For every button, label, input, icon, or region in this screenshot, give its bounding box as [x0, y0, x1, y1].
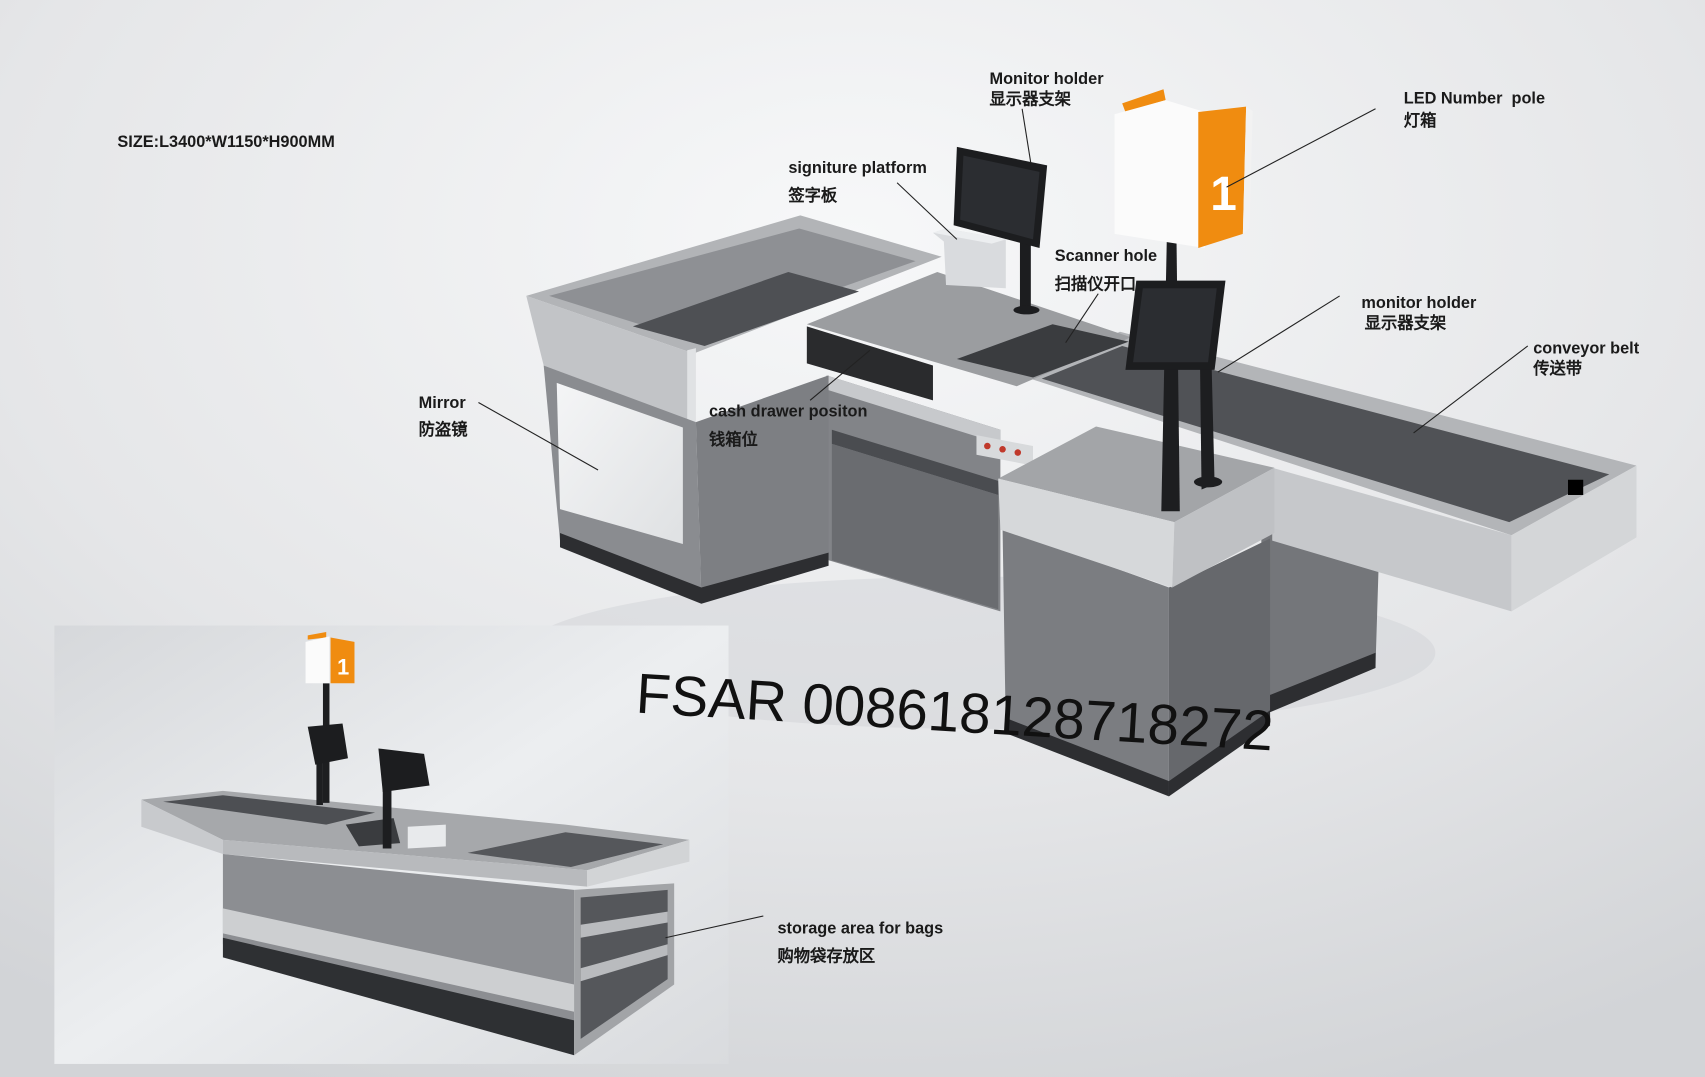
inset-led-number-text: 1 — [337, 654, 349, 679]
button-dot — [1014, 449, 1022, 456]
label-signature-platform-zh: 签字板 — [787, 186, 838, 205]
tower-front-face — [1002, 527, 1169, 795]
leader-conveyor-belt — [1413, 345, 1529, 434]
label-cash-drawer-zh: 钱箱位 — [709, 430, 758, 449]
middle-upper-rail — [826, 375, 1001, 444]
leader-led-pole — [1226, 108, 1376, 188]
label-mirror-zh: 防盗镜 — [419, 420, 469, 439]
size-spec: SIZE:L3400*W1150*H900MM — [117, 133, 334, 151]
monitor-screen-right-glass — [1133, 288, 1217, 363]
main-counter-render: 1 — [521, 89, 1637, 797]
led-box-white — [1114, 100, 1205, 249]
tower-base — [1005, 718, 1169, 797]
signature-platform — [932, 228, 1006, 289]
led-box-orange-panel — [1198, 106, 1247, 249]
left-tray-belt — [632, 271, 860, 346]
inset-belt-right — [467, 832, 664, 868]
mirror-panel — [556, 382, 683, 544]
inset-monitor-pole-right — [382, 788, 392, 849]
inset-counter-render: 1 — [54, 625, 729, 1064]
inset-right-end-rim — [587, 839, 690, 887]
left-cabinet-front — [695, 375, 829, 597]
conveyor-cabinet-base — [1261, 652, 1376, 716]
left-tray-edge — [687, 348, 696, 423]
inset-front-rim — [222, 839, 588, 887]
left-cabinet-base — [559, 533, 829, 604]
inset-signature-box — [407, 824, 446, 849]
label-monitor-holder-top-zh: 显示器支架 — [990, 89, 1072, 108]
leader-mirror — [478, 402, 599, 471]
leader-cash-drawer — [809, 349, 871, 401]
label-cash-drawer-en: cash drawer positon — [709, 403, 867, 421]
inset-body-base — [222, 937, 575, 1056]
button-dot — [999, 446, 1006, 453]
label-conveyor-belt-zh: 传送带 — [1532, 359, 1582, 378]
left-tray-front-face — [526, 295, 694, 423]
monitor-screen-top-glass — [960, 155, 1040, 240]
tower-top-front — [998, 478, 1175, 588]
label-storage-area-en: storage area for bags — [777, 919, 943, 937]
inset-storage-shelf — [580, 944, 668, 982]
label-storage-area-zh: 购物袋存放区 — [777, 947, 875, 966]
conveyor-belt-surface — [1041, 345, 1610, 523]
conveyor-end-face — [1511, 465, 1637, 612]
inset-monitor-left — [307, 723, 348, 765]
callout-labels: SIZE:L3400*W1150*H900MM Monitor holder 显… — [117, 70, 1639, 966]
monitor-pole-right-base — [1193, 476, 1223, 488]
black-square-marker — [1567, 479, 1584, 495]
leader-scanner-hole — [1065, 293, 1099, 343]
inset-led-box-white — [305, 636, 330, 684]
leader-storage-area — [665, 915, 764, 939]
left-tray-surface — [549, 228, 916, 341]
inset-belt-left — [163, 795, 376, 825]
label-monitor-holder-top-en: Monitor holder — [990, 70, 1105, 88]
label-conveyor-belt-en: conveyor belt — [1533, 340, 1640, 358]
label-signature-platform-en: signiture platform — [788, 159, 927, 177]
tower-base-right — [1168, 710, 1271, 797]
label-monitor-holder-right-en: monitor holder — [1361, 294, 1477, 312]
leader-monitor-holder-right — [1217, 295, 1340, 373]
inset-body-rail — [222, 908, 575, 1012]
scanner-hole — [956, 324, 1129, 378]
inset-monitor-right — [378, 748, 430, 792]
leader-monitor-holder-top — [1021, 108, 1032, 164]
inset-left-end-face — [141, 799, 223, 854]
inset-led-box-orange — [330, 637, 355, 684]
inset-monitor-pole-left — [316, 761, 323, 806]
led-number-text: 1 — [1210, 168, 1237, 221]
monitor-pole-base — [1013, 305, 1040, 315]
inset-led-box-accent — [307, 632, 327, 640]
led-box-top-accent — [1122, 89, 1166, 113]
leader-signature-platform — [896, 182, 958, 240]
tower-top — [998, 426, 1275, 523]
label-monitor-holder-right-zh: 显示器支架 — [1365, 314, 1447, 333]
middle-dark-cavity — [831, 429, 999, 495]
leader-lines — [478, 108, 1529, 939]
signature-platform-top — [932, 228, 1006, 244]
label-led-pole-en: LED Number pole — [1404, 89, 1545, 107]
tower-top-right — [1172, 467, 1275, 588]
label-scanner-hole-zh: 扫描仪开口 — [1055, 274, 1136, 293]
label-mirror-en: Mirror — [419, 394, 467, 412]
label-scanner-hole-en: Scanner hole — [1055, 247, 1157, 265]
label-led-pole-zh: 灯箱 — [1404, 111, 1437, 130]
inset-storage-shelf — [580, 911, 668, 938]
cash-drawer-slot — [806, 326, 933, 401]
button-dot — [984, 442, 991, 450]
middle-lower-cavity — [831, 443, 999, 610]
conveyor-front-face — [1272, 467, 1512, 612]
